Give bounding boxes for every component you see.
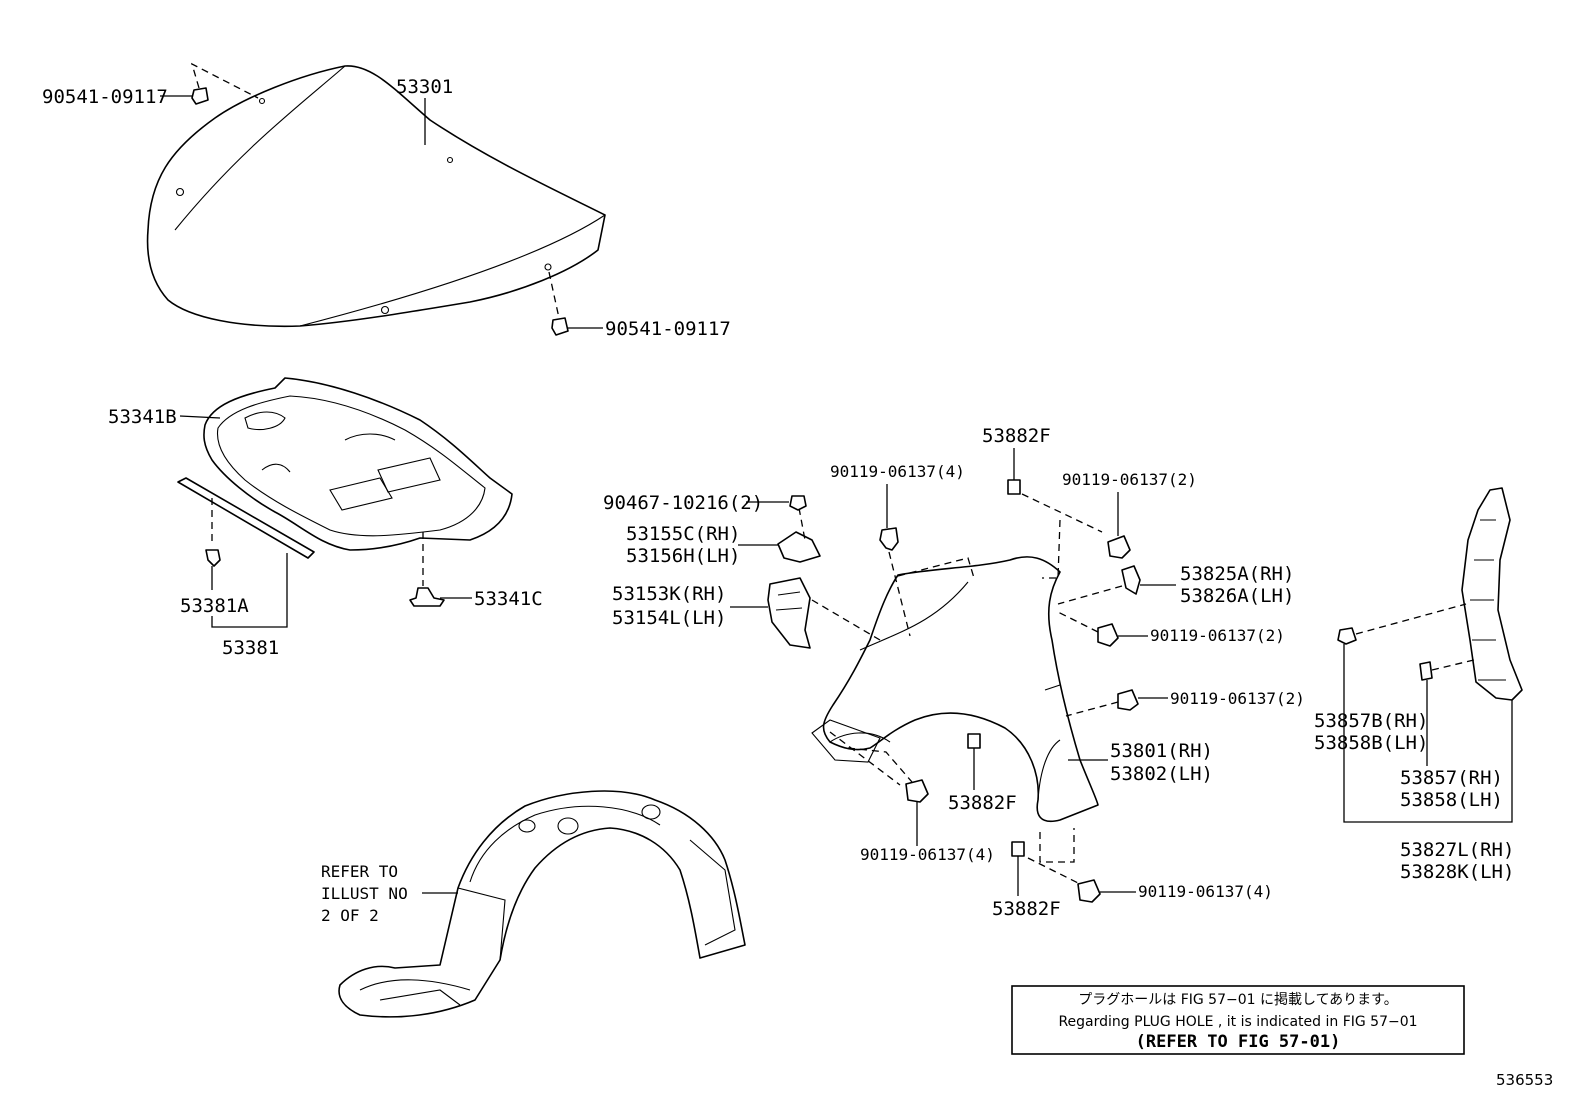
fender-bracket[interactable] xyxy=(777,531,821,563)
bolt-a-label: 90119-06137(4) xyxy=(830,462,965,481)
hood-panel[interactable] xyxy=(146,65,606,328)
bolt-e[interactable] xyxy=(905,779,929,803)
bracket-rh-label: 53155C(RH) xyxy=(626,523,740,545)
seal-assy-rh-label: 53827L(RH) xyxy=(1400,839,1514,861)
insulator-clip[interactable] xyxy=(409,587,445,607)
plug-hole-note: プラグホールは FIG 57−01 に掲載してあります。 Regarding P… xyxy=(1011,985,1465,1055)
seal2-lh-label: 53858B(LH) xyxy=(1314,732,1428,754)
note-english: Regarding PLUG HOLE , it is indicated in… xyxy=(1058,1014,1417,1030)
hood-clip-bottom-label: 90541-09117 xyxy=(605,318,731,340)
hood-clip-bottom[interactable] xyxy=(551,317,569,336)
seal-retainer-dashline xyxy=(1431,659,1475,671)
hood-clip-bottom-dashline xyxy=(548,271,560,319)
bracket2-rh-label: 53825A(RH) xyxy=(1180,563,1294,585)
note-japanese: プラグホールは FIG 57−01 に掲載してあります。 xyxy=(1078,992,1398,1008)
cushion-top[interactable] xyxy=(1007,479,1021,495)
bolt-b-label: 90119-06137(2) xyxy=(1062,470,1197,489)
cushion-bottom-label: 53882F xyxy=(992,898,1061,920)
fender-liner[interactable] xyxy=(338,790,746,1018)
bracket2-lh-label: 53826A(LH) xyxy=(1180,585,1294,607)
bolt-e-label: 90119-06137(4) xyxy=(860,845,995,864)
insulator-label: 53341B xyxy=(108,406,177,428)
hood-clip-top-dashline xyxy=(190,62,259,99)
seal-clip-label: 53381A xyxy=(180,595,249,617)
support-rh-label: 53153K(RH) xyxy=(612,583,726,605)
refer-line-1: REFER TO xyxy=(321,862,398,881)
bracket2-dashline xyxy=(1057,585,1123,605)
fender-lh-label: 53802(LH) xyxy=(1110,763,1213,785)
hood-clip-top[interactable] xyxy=(191,87,209,105)
seal2-rh-label: 53857B(RH) xyxy=(1314,710,1428,732)
bolt-f[interactable] xyxy=(1077,879,1101,903)
seal-clip-2[interactable] xyxy=(1337,627,1357,645)
seal-bracket-leader xyxy=(211,553,288,628)
seal-retainer[interactable] xyxy=(1419,661,1433,681)
support-dashline xyxy=(811,599,881,641)
refer-line-2: ILLUST NO xyxy=(321,884,408,903)
seal-clip-2-dashline xyxy=(1355,603,1467,635)
support-lh-label: 53154L(LH) xyxy=(612,607,726,629)
seal3-rh-label: 53857(RH) xyxy=(1400,767,1503,789)
hood-insulator[interactable] xyxy=(203,377,513,551)
bracket-screw[interactable] xyxy=(789,495,807,511)
refer-line-3: 2 OF 2 xyxy=(321,906,379,925)
bracket-lh-label: 53156H(LH) xyxy=(626,545,740,567)
seal-assy-bracket xyxy=(1343,644,1513,823)
illustration-code: 536553 xyxy=(1496,1071,1553,1089)
bolt-a[interactable] xyxy=(879,527,899,551)
insulator-clip-label: 53341C xyxy=(474,588,543,610)
bracket-screw-label: 90467-10216(2) xyxy=(603,492,763,514)
cushion-top-dashline xyxy=(1021,493,1103,579)
seal3-lh-label: 53858(LH) xyxy=(1400,789,1503,811)
bolt-c-label: 90119-06137(2) xyxy=(1150,626,1285,645)
cushion-mid[interactable] xyxy=(967,733,981,749)
front-fender[interactable] xyxy=(811,556,1099,822)
fender-rh-label: 53801(RH) xyxy=(1110,740,1213,762)
cushion-bottom-dashline xyxy=(1027,828,1081,885)
fender-support[interactable] xyxy=(767,577,811,649)
bolt-f-label: 90119-06137(4) xyxy=(1138,882,1273,901)
seal-clip[interactable] xyxy=(205,549,221,567)
fender-seal[interactable] xyxy=(1461,487,1523,701)
fender-bracket-2[interactable] xyxy=(1121,565,1141,595)
hood-clip-top-label: 90541-09117 xyxy=(42,86,168,108)
bolt-d-dashline xyxy=(1065,701,1119,717)
note-reference: (REFER TO FIG 57-01) xyxy=(1136,1032,1341,1052)
bolt-e-dashline xyxy=(829,731,913,786)
hood-label: 53301 xyxy=(396,76,453,98)
seal-label: 53381 xyxy=(222,637,279,659)
bolt-a-dashline xyxy=(888,551,975,637)
cushion-top-label: 53882F xyxy=(982,425,1051,447)
bolt-c-dashline xyxy=(1057,611,1099,633)
bracket-screw-dashline xyxy=(798,507,806,541)
bolt-d[interactable] xyxy=(1117,689,1139,711)
bolt-d-label: 90119-06137(2) xyxy=(1170,689,1305,708)
cushion-bottom[interactable] xyxy=(1011,841,1025,857)
cushion-mid-label: 53882F xyxy=(948,792,1017,814)
seal-assy-lh-label: 53828K(LH) xyxy=(1400,861,1514,883)
insulator-leader xyxy=(179,415,221,419)
bolt-c[interactable] xyxy=(1097,623,1119,647)
bolt-b[interactable] xyxy=(1107,535,1131,559)
